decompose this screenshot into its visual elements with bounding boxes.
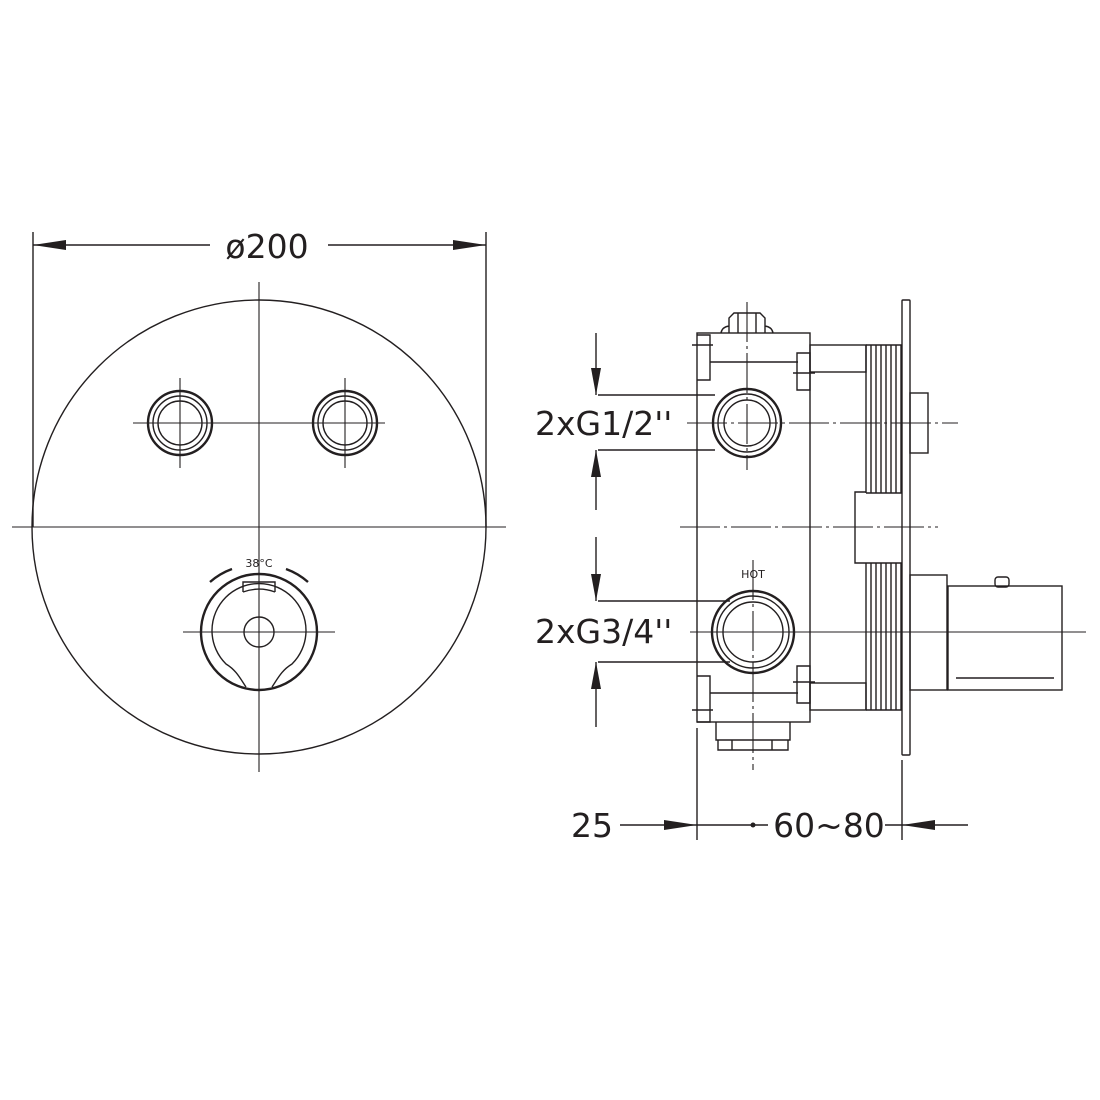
side-view: HOT 2xG1/2'' 2xG3/4''	[535, 299, 1086, 845]
lower-sleeve	[809, 682, 867, 711]
arrow-left-icon	[33, 240, 66, 250]
scale-arc-left	[209, 567, 233, 583]
extension-grooves	[865, 344, 902, 711]
depth-right-label: 60~80	[773, 806, 885, 845]
depth-left-label: 25	[571, 806, 613, 845]
handle-cylinder	[947, 585, 1063, 691]
upper-fixings	[692, 334, 815, 391]
depth-dimensions	[620, 728, 968, 840]
button-right	[298, 378, 385, 468]
button-left	[133, 378, 227, 468]
diameter-label: ø200	[225, 227, 308, 266]
upper-port-label: 2xG1/2''	[535, 404, 672, 443]
thermostat-knob	[183, 567, 335, 692]
front-view: ø200 38°C	[12, 227, 506, 772]
lower-port-label: 2xG3/4''	[535, 612, 672, 651]
scale-arc-right	[285, 567, 309, 583]
upper-sleeve	[809, 344, 867, 373]
arrow-right-icon	[453, 240, 486, 250]
port-dimensions	[591, 333, 730, 727]
lower-fixings	[692, 665, 815, 723]
handle-pin	[994, 576, 1010, 588]
temperature-label: 38°C	[245, 557, 272, 570]
